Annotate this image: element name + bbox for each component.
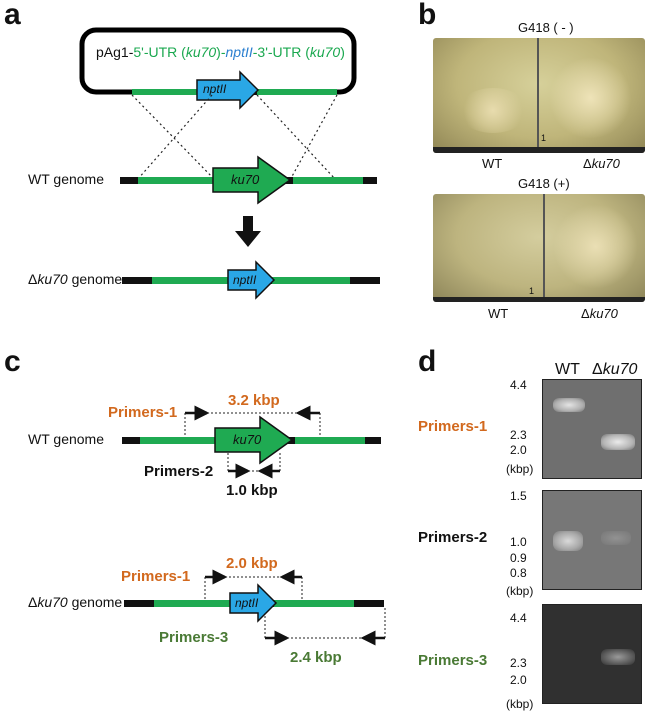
ko-nptII-label-c: nptII	[235, 596, 259, 610]
c-wt-size-3-2: 3.2 kbp	[228, 392, 280, 409]
wt-ku70-arrow-a	[212, 155, 292, 205]
d-row3-tick-2-3: 2.3	[510, 656, 527, 670]
ko-nptII-arrow-c	[229, 583, 278, 623]
ko-genome-label-c: Δku70 genome	[28, 594, 123, 610]
d-row2-tick-0-8: 0.8	[510, 566, 527, 580]
d-row1-tick-2-0: 2.0	[510, 443, 527, 457]
d-row2-tick-1-0: 1.0	[510, 535, 527, 549]
plate2-title: G418 (+)	[518, 176, 570, 191]
panel-b-label: b	[418, 0, 437, 31]
plate-g418-plus: 1	[433, 194, 645, 302]
d-row1-unit: (kbp)	[506, 462, 534, 476]
plate1-wt-label: WT	[482, 156, 503, 171]
lane-ko-label: Δku70	[592, 361, 638, 378]
c-wt-primers2-label: Primers-2	[144, 463, 214, 480]
down-arrow	[235, 216, 261, 247]
d-row2-unit: (kbp)	[506, 584, 534, 598]
plate1-ko-label: Δku70	[583, 156, 620, 171]
plasmid-utr5	[132, 89, 212, 95]
lane-wt-label: WT	[555, 361, 580, 378]
c-ko-size-2-4: 2.4 kbp	[290, 649, 342, 666]
c-wt-size-1-0: 1.0 kbp	[226, 482, 278, 499]
ko-nptII-label-a: nptII	[233, 273, 257, 287]
plate2-mark: 1	[529, 286, 535, 296]
d-row1-label: Primers-1	[418, 418, 488, 435]
d-row2-label: Primers-2	[418, 529, 488, 546]
plate1-title: G418 ( - )	[518, 20, 574, 35]
d-row3-label: Primers-3	[418, 652, 488, 669]
d-row3-tick-4-4: 4.4	[510, 611, 527, 625]
plasmid-utr3	[257, 89, 337, 95]
plate1-mark: 1	[541, 133, 547, 143]
c-ko-primers3-label: Primers-3	[159, 629, 229, 646]
plasmid-label: pAg1-5'-UTR (ku70)-nptII-3'-UTR (ku70)	[96, 44, 345, 60]
wt-genome-label-a: WT genome	[28, 171, 104, 187]
c-ko-size-2-0: 2.0 kbp	[226, 555, 278, 572]
plate-g418-minus: 1	[433, 38, 645, 153]
c-ko-primers1-label: Primers-1	[121, 568, 191, 585]
plate2-wt-label: WT	[488, 306, 509, 321]
wt-genome-label-c: WT genome	[28, 431, 104, 447]
gel-primers3	[542, 604, 642, 704]
wt-ku70-label-a: ku70	[231, 172, 260, 187]
d-row2-tick-0-9: 0.9	[510, 551, 527, 565]
panel-c-label: c	[4, 345, 21, 378]
plate2-ko-label: Δku70	[581, 306, 618, 321]
plasmid-nptII-arrow	[196, 70, 260, 110]
d-row1-tick-4-4: 4.4	[510, 378, 527, 392]
gel-primers1	[542, 379, 642, 479]
ko-nptII-arrow-a	[227, 260, 276, 300]
wt-ku70-arrow-c	[214, 415, 294, 465]
d-row3-tick-2-0: 2.0	[510, 673, 527, 687]
wt-ku70-label-c: ku70	[233, 432, 262, 447]
d-row2-tick-1-5: 1.5	[510, 489, 527, 503]
d-row1-tick-2-3: 2.3	[510, 428, 527, 442]
panel-a-label: a	[4, 0, 21, 31]
gel-primers2	[542, 490, 642, 590]
ko-genome-label-a: Δku70 genome	[28, 271, 123, 287]
panel-d-label: d	[418, 345, 437, 378]
plasmid-nptII-label: nptII	[203, 82, 227, 96]
d-row3-unit: (kbp)	[506, 697, 534, 711]
c-wt-primers1-label: Primers-1	[108, 404, 178, 421]
